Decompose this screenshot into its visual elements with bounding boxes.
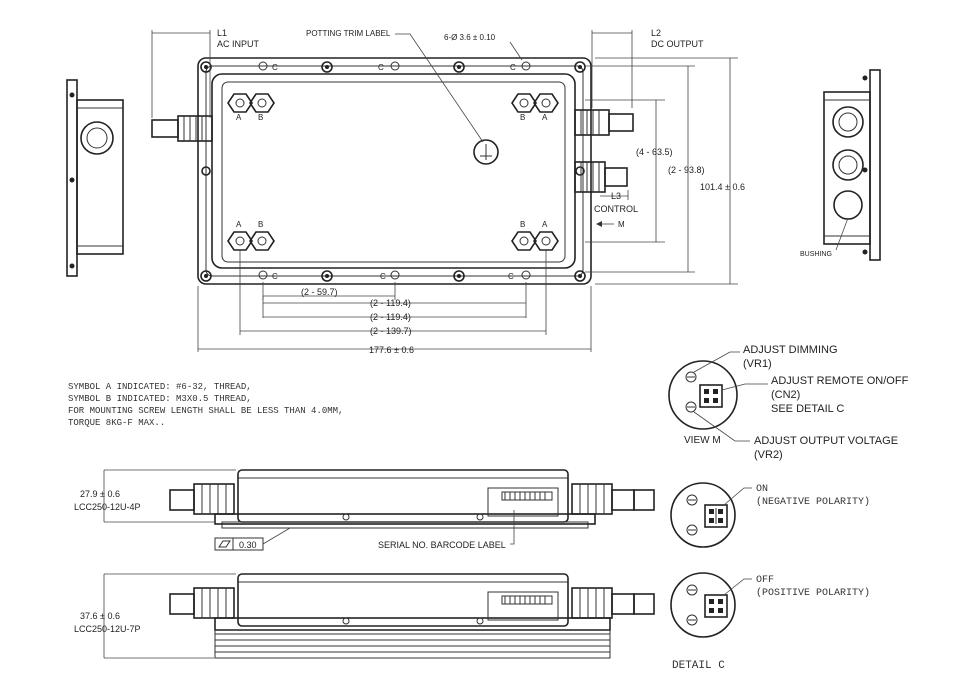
mounting-nuts (227, 93, 559, 251)
dim-4-63-5: (4 - 63.5) (636, 147, 673, 157)
dc-output-label: DC OUTPUT (651, 39, 704, 49)
sym-a-3: A (236, 220, 242, 229)
note-3: FOR MOUNTING SCREW LENGTH SHALL BE LESS … (68, 406, 343, 416)
notes: SYMBOL A INDICATED: #6-32, THREAD, SYMBO… (68, 382, 343, 428)
sym-a-1: A (236, 113, 242, 122)
off-polarity-label: (POSITIVE POLARITY) (756, 587, 870, 599)
dim-2-93-8: (2 - 93.8) (668, 165, 705, 175)
holes-label: 6-Ø 3.6 ± 0.10 (444, 33, 496, 42)
bottom-dimensions (197, 250, 592, 352)
flatness-symbol-box (214, 537, 234, 551)
l1-label: L1 (217, 28, 227, 38)
vr2-label: (VR2) (754, 449, 783, 461)
dim-2-119-4b: (2 - 119.4) (370, 312, 411, 322)
cn2-label: (CN2) (771, 389, 800, 401)
l3-label: L3 (611, 191, 621, 201)
vr1-label: (VR1) (743, 358, 772, 370)
model-7p: LCC250-12U-7P (74, 624, 141, 634)
dc-output-cable (574, 109, 634, 136)
model-4p: LCC250-12U-4P (74, 502, 141, 512)
side-view-4p (103, 469, 655, 529)
ac-input-label: AC INPUT (217, 39, 260, 49)
adjust-dimming-label: ADJUST DIMMING (743, 344, 838, 356)
flatness-value: 0.30 (239, 540, 257, 550)
see-detail-label: SEE DETAIL C (771, 403, 844, 415)
side-view-7p (103, 573, 655, 659)
on-label: ON (756, 484, 768, 495)
height-37-6: 37.6 ± 0.6 (80, 611, 120, 621)
m-arrow-label: M (618, 220, 625, 229)
control-cable (574, 161, 628, 193)
top-plan-view: C C C C C C A B B A A B B A (151, 57, 634, 285)
control-label: CONTROL (594, 204, 638, 214)
adjust-remote-label: ADJUST REMOTE ON/OFF (771, 375, 909, 387)
flange-screws (200, 61, 586, 282)
right-end-view: BUSHING (800, 69, 881, 261)
on-polarity-label: (NEGATIVE POLARITY) (756, 496, 870, 508)
sym-c-3: C (510, 63, 516, 72)
adjust-output-voltage-label: ADJUST OUTPUT VOLTAGE (754, 435, 898, 447)
dim-2-119-4a: (2 - 119.4) (370, 298, 411, 308)
sym-c-4: C (272, 272, 278, 281)
c-holes (258, 61, 531, 280)
ac-input-cable (151, 115, 213, 142)
sym-c-6: C (508, 272, 514, 281)
sym-b-3: B (258, 220, 263, 229)
sym-b-4: B (520, 220, 525, 229)
l2-label: L2 (651, 28, 661, 38)
left-end-view (66, 79, 124, 277)
dim-2-139-7: (2 - 139.7) (370, 326, 412, 336)
sym-b-2: B (520, 113, 525, 122)
detail-c-off (670, 572, 752, 638)
sym-c-2: C (378, 63, 384, 72)
sym-a-2: A (542, 113, 548, 122)
view-m-title: VIEW M (684, 435, 721, 446)
sym-b-1: B (258, 113, 263, 122)
dim-2-59-7: (2 - 59.7) (301, 287, 338, 297)
height-27-9: 27.9 ± 0.6 (80, 489, 120, 499)
right-dimensions (585, 57, 738, 285)
potting-trim-icon (473, 139, 499, 165)
sym-c-5: C (380, 272, 386, 281)
note-2: SYMBOL B INDICATED: M3X0.5 THREAD, (68, 394, 252, 404)
detail-c-on (670, 482, 752, 548)
off-label: OFF (756, 575, 774, 586)
view-m (668, 351, 768, 442)
dim-177-6: 177.6 ± 0.6 (369, 345, 414, 355)
sym-a-4: A (542, 220, 548, 229)
note-1: SYMBOL A INDICATED: #6-32, THREAD, (68, 382, 252, 392)
sym-c-1: C (272, 63, 278, 72)
potting-trim-label: POTTING TRIM LABEL (306, 29, 391, 38)
dim-101-4: 101.4 ± 0.6 (700, 182, 745, 192)
bushing-label: BUSHING (800, 251, 832, 258)
detail-c-title: DETAIL C (672, 660, 725, 672)
serial-barcode-label: SERIAL NO. BARCODE LABEL (378, 540, 506, 550)
note-4: TORQUE 8KG-F MAX.. (68, 418, 165, 428)
